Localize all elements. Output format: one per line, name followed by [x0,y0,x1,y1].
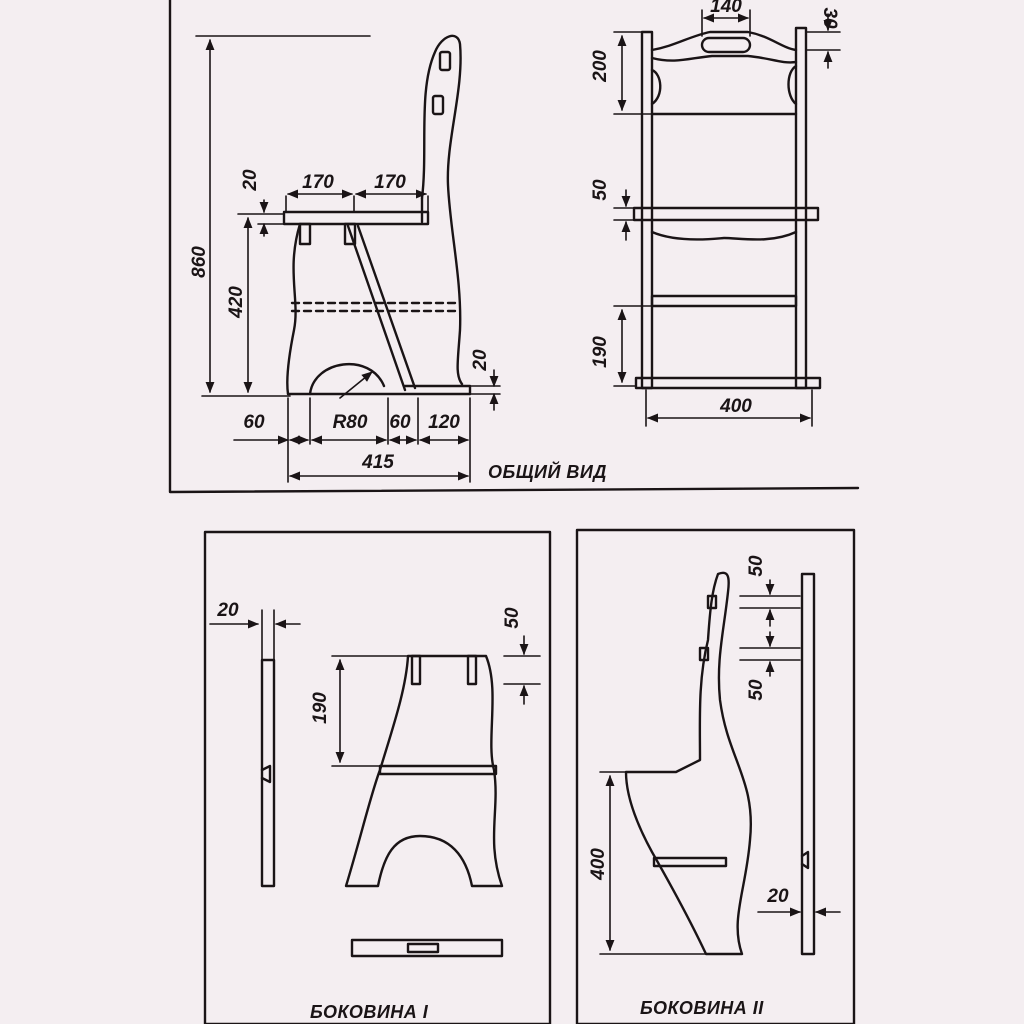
side-view-rung-hidden [290,301,458,313]
caption-side-1: БОКОВИНА I [310,1002,429,1022]
dim-side2-50-bottom: 50 [746,679,767,701]
dim-860: 860 [189,246,210,278]
side-2-drawing [624,571,816,956]
dim-200: 200 [590,50,611,83]
chair-front-view [632,26,822,390]
dim-side2-400: 400 [588,848,609,881]
dim-seat-thickness: 20 [240,169,261,192]
dim-seat-front: 170 [302,172,334,193]
caption-side-2: БОКОВИНА II [640,998,764,1018]
dim-190-rung: 190 [590,336,611,368]
dim-side2-50-top: 50 [746,555,767,577]
dim-side1-190: 190 [310,692,331,724]
caption-general-view: ОБЩИЙ ВИД [488,461,607,482]
dim-seat-back: 170 [374,172,406,193]
dim-side2-20: 20 [766,886,789,907]
side-1-dimensions [209,609,541,767]
general-view-frame [168,0,860,494]
dim-foot-20: 20 [470,349,491,372]
dim-50-seat: 50 [590,179,611,201]
dim-60-left: 60 [243,412,265,433]
dim-60-slot: 60 [389,412,411,433]
dim-415: 415 [361,452,394,473]
side-view-dimensions [195,35,501,483]
side-2-frame [575,528,856,1024]
dim-120: 120 [428,412,460,433]
dim-side1-50: 50 [502,607,523,629]
front-view-dimensions [613,9,841,427]
dim-30: 30 [819,7,840,29]
dim-side1-20: 20 [216,600,239,621]
dim-r80: R80 [333,412,368,433]
side-1-frame [203,530,552,1024]
side-2-dimensions [599,579,841,955]
dim-420: 420 [226,286,247,319]
dim-400-width: 400 [719,396,752,417]
dim-140: 140 [710,0,742,17]
side-1-drawing [260,654,504,958]
chair-side-view [282,34,472,396]
